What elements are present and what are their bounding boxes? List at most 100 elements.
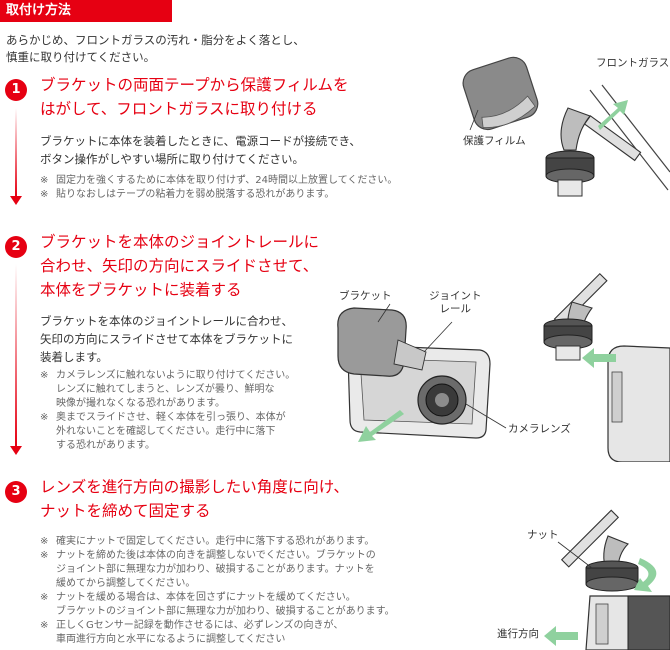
note-line: 映像が撮れなくなる恐れがあります。: [56, 398, 225, 409]
bracket-pad-icon: [583, 115, 642, 162]
label-joint-line: レール: [439, 303, 472, 315]
joint-rail-icon: [555, 345, 581, 361]
step-1-body: ブラケットに本体を装着したときに、電源コードが接続でき、 ボタン操作がしやすい場…: [40, 132, 361, 168]
label-protective-film: 保護フィルム: [463, 135, 526, 147]
note-item: ※ 奥までスライドさせ、軽く本体を引っ張り、本体が 外れないことを確認してくださ…: [40, 411, 340, 453]
joint-rail-icon: [557, 179, 583, 197]
windshield-line: [601, 84, 670, 173]
note-mark: ※: [40, 536, 49, 547]
step-3-notes: ※ 確実にナットで固定してください。走行中に落下する恐れがあります。 ※ ナット…: [40, 535, 480, 647]
note-item: ※ 正しくGセンサー記録を動作させるには、必ずレンズの向きが、 車両進行方向と水…: [40, 619, 480, 647]
step-2-title-line: 合わせ、矢印の方向にスライドさせて、: [40, 257, 319, 275]
figure-camera-bracket: [337, 303, 507, 442]
step-1-arrow-line: [15, 108, 17, 196]
note-line: レンズに触れてしまうと、レンズが曇り、鮮明な: [56, 384, 275, 395]
note-item: ※ 貼りなおしはテープの粘着力を弱め脱落する恐れがあります。: [40, 188, 460, 202]
step-2-title: ブラケットを本体のジョイントレールに 合わせ、矢印の方向にスライドさせて、 本体…: [40, 230, 319, 302]
step-1-title-line: ブラケットの両面テープから保護フィルムを: [40, 76, 349, 94]
note-item: ※ ナットを締めた後は本体の向きを調整しないでください。ブラケットの ジョイント…: [40, 549, 480, 591]
note-item: ※ 固定力を強くするために本体を取り付けず、24時間以上放置してください。: [40, 174, 460, 188]
note-mark: ※: [40, 550, 49, 561]
section-header: 取付け方法: [0, 0, 172, 22]
intro-text: あらかじめ、フロントガラスの汚れ・脂分をよく落とし、 慎重に取り付けてください。: [6, 32, 305, 66]
bracket-pad-icon: [560, 509, 620, 568]
lens-center: [435, 393, 449, 407]
note-line: 車両進行方向と水平になるように調整してください: [56, 634, 286, 645]
step-1-arrow-head: [10, 196, 22, 205]
arrow-icon: [598, 100, 628, 130]
bracket-arm-icon: [393, 339, 427, 371]
step-3-title: レンズを進行方向の撮影したい角度に向け、 ナットを締めて固定する: [40, 475, 349, 523]
note-line: 緩めてから調整してください。: [56, 578, 196, 589]
note-line: ナットを緩める場合は、本体を回さずにナットを緩めてください。: [56, 592, 356, 603]
step-1-body-line: ブラケットに本体を装着したときに、電源コードが接続でき、: [40, 134, 361, 148]
step-1-title-line: はがして、フロントガラスに取り付ける: [40, 100, 318, 118]
windshield-line: [589, 89, 669, 191]
nut-bottom: [585, 576, 639, 592]
leader-line: [469, 109, 479, 131]
slide-arrow-icon: [358, 410, 404, 442]
note-line: 外れないことを確認してください。走行中に落下: [56, 426, 276, 437]
note-line: する恐れがあります。: [56, 440, 155, 451]
note-line: 奥までスライドさせ、軽く本体を引っ張り、本体が: [56, 412, 286, 423]
note-line: 確実にナットで固定してください。走行中に落下する恐れがあります。: [56, 536, 375, 547]
note-item: ※ 確実にナットで固定してください。走行中に落下する恐れがあります。: [40, 535, 480, 549]
label-joint-rail: ジョイント レール: [429, 290, 482, 316]
figure-nut-tighten: [544, 509, 670, 650]
note-text: 貼りなおしはテープの粘着力を弱め脱落する恐れがあります。: [56, 189, 335, 200]
note-line: ブラケットのジョイント部に無理な力が加わり、破損することがあります。: [56, 606, 395, 617]
rotate-arrow-icon: [634, 558, 657, 592]
step-2-body-line: ブラケットを本体のジョイントレールに合わせ、: [40, 314, 293, 328]
step-2-title-line: ブラケットを本体のジョイントレールに: [40, 233, 320, 251]
note-line: ジョイント部に無理な力が加わり、破損することがあります。ナットを: [56, 564, 375, 575]
leader-line: [377, 303, 391, 323]
step-2-arrow-line: [15, 264, 17, 446]
camera-side-panel: [611, 371, 623, 423]
note-line: ナットを締めた後は本体の向きを調整しないでください。ブラケットの: [56, 550, 376, 561]
step-2-body-line: 装着します。: [40, 350, 108, 364]
camera-side-panel: [595, 603, 609, 645]
label-windshield: フロントガラス: [596, 57, 670, 69]
step-1-number: 1: [5, 79, 27, 101]
intro-line: 慎重に取り付けてください。: [6, 50, 156, 64]
note-line: カメラレンズに触れないように取り付けてください。: [56, 370, 296, 381]
camera-back: [627, 595, 670, 650]
label-joint-line: ジョイント: [429, 290, 482, 302]
note-mark: ※: [40, 412, 49, 423]
leader-line: [557, 541, 593, 569]
protective-film-icon: [462, 56, 539, 131]
label-camera-lens: カメラレンズ: [508, 423, 571, 435]
label-nut: ナット: [527, 529, 559, 541]
step-1-notes: ※ 固定力を強くするために本体を取り付けず、24時間以上放置してください。 ※ …: [40, 174, 460, 202]
note-mark: ※: [40, 175, 49, 186]
note-mark: ※: [40, 620, 49, 631]
bracket-icon: [337, 307, 407, 377]
note-mark: ※: [40, 370, 49, 381]
step-1-title: ブラケットの両面テープから保護フィルムを はがして、フロントガラスに取り付ける: [40, 73, 348, 121]
step-2-body: ブラケットを本体のジョイントレールに合わせ、 矢印の方向にスライドさせて本体をブ…: [40, 312, 293, 366]
note-line: 正しくGセンサー記録を動作させるには、必ずレンズの向きが、: [56, 620, 344, 631]
step-3-title-line: ナットを締めて固定する: [40, 502, 211, 520]
step-2-title-line: 本体をブラケットに装着する: [40, 281, 242, 299]
note-text: 固定力を強くするために本体を取り付けず、24時間以上放置してください。: [56, 175, 398, 186]
note-mark: ※: [40, 592, 49, 603]
leader-line: [465, 403, 507, 429]
label-direction: 進行方向: [497, 628, 539, 640]
figure-bracket-film: [462, 56, 670, 197]
step-2-arrow-head: [10, 446, 22, 455]
step-2-body-line: 矢印の方向にスライドさせて本体をブラケットに: [40, 332, 293, 346]
note-item: ※ ナットを緩める場合は、本体を回さずにナットを緩めてください。 ブラケットのジ…: [40, 591, 480, 619]
leader-line: [423, 321, 453, 353]
bracket-arm-icon: [560, 107, 591, 151]
label-bracket: ブラケット: [339, 290, 392, 302]
note-item: ※ カメラレンズに触れないように取り付けてください。 レンズに触れてしまうと、レ…: [40, 369, 340, 411]
step-2-notes: ※ カメラレンズに触れないように取り付けてください。 レンズに触れてしまうと、レ…: [40, 369, 340, 453]
step-2-number: 2: [5, 236, 27, 258]
step-3-title-line: レンズを進行方向の撮影したい角度に向け、: [40, 478, 349, 496]
direction-arrow-icon: [544, 626, 578, 646]
step-1-body-line: ボタン操作がしやすい場所に取り付けてください。: [40, 152, 305, 166]
arrow-icon: [582, 348, 616, 368]
note-mark: ※: [40, 189, 49, 200]
figure-side-view: [543, 272, 670, 462]
intro-line: あらかじめ、フロントガラスの汚れ・脂分をよく落とし、: [6, 33, 305, 47]
